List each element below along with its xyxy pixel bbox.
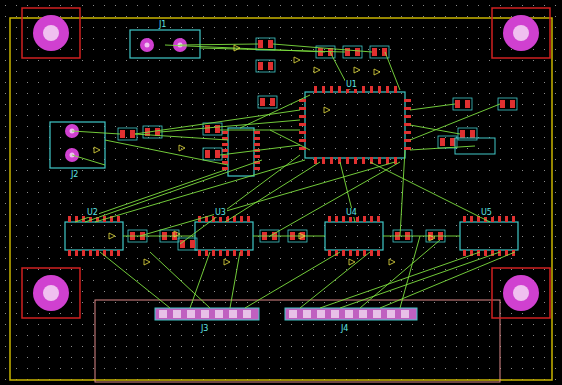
ratsnest-line bbox=[220, 130, 300, 131]
arrow-marker bbox=[109, 233, 115, 239]
arrow-marker bbox=[314, 67, 320, 73]
ratsnest-line bbox=[400, 236, 420, 308]
smd-part bbox=[258, 96, 277, 108]
keepout-area bbox=[95, 300, 500, 382]
ratsnest-line bbox=[180, 155, 300, 244]
ratsnest-line bbox=[300, 252, 370, 308]
mounting-hole bbox=[22, 8, 80, 58]
pin-header bbox=[285, 308, 417, 320]
soic-chip bbox=[65, 216, 123, 256]
ratsnest-line bbox=[340, 252, 500, 308]
ratsnest-line bbox=[225, 162, 320, 222]
connector-footprint bbox=[130, 30, 200, 58]
arrow-markers bbox=[94, 45, 435, 265]
ratsnest-line bbox=[180, 44, 258, 45]
ratsnest-line bbox=[400, 150, 405, 236]
arrow-marker bbox=[429, 235, 435, 241]
ratsnest-line bbox=[230, 252, 240, 308]
part-designator: U3 bbox=[214, 208, 227, 217]
part-designator: J4 bbox=[340, 324, 349, 333]
part-designator: U4 bbox=[345, 208, 358, 217]
smd-part bbox=[118, 128, 137, 140]
smd-part bbox=[178, 238, 197, 250]
arrow-marker bbox=[299, 233, 305, 239]
ratsnest-line bbox=[410, 104, 455, 110]
smd-part bbox=[256, 38, 275, 50]
ratsnest-line bbox=[383, 236, 460, 237]
arrow-marker bbox=[234, 45, 240, 51]
smd-part bbox=[370, 46, 389, 58]
arrow-marker bbox=[94, 147, 100, 153]
part-designator: J3 bbox=[200, 324, 209, 333]
mounting-hole bbox=[492, 268, 550, 318]
smd-part bbox=[343, 46, 362, 58]
smd-part bbox=[498, 98, 517, 110]
ratsnest-line bbox=[220, 145, 300, 155]
part-designator: J1 bbox=[158, 20, 167, 29]
ratsnest-line bbox=[380, 252, 515, 308]
part-designator: U1 bbox=[345, 80, 358, 89]
part-designator: U2 bbox=[86, 208, 99, 217]
ratsnest-line bbox=[410, 125, 460, 134]
ratsnest-line bbox=[410, 104, 500, 140]
arrow-marker bbox=[144, 259, 150, 265]
smd-part bbox=[203, 123, 222, 135]
arrow-marker bbox=[374, 69, 380, 75]
pin-header bbox=[155, 308, 259, 320]
ratsnest-line bbox=[360, 240, 440, 308]
mounting-hole bbox=[22, 268, 80, 318]
arrow-marker bbox=[179, 145, 185, 151]
ratsnest-line bbox=[135, 110, 300, 134]
smd-part bbox=[256, 60, 275, 72]
qfp-chip bbox=[299, 86, 411, 164]
soic-chip bbox=[195, 216, 253, 256]
ratsnest-line bbox=[150, 252, 210, 308]
part-designator: J2 bbox=[70, 170, 79, 179]
arrow-marker bbox=[349, 259, 355, 265]
ratsnest-line bbox=[270, 162, 400, 236]
ratsnest-line bbox=[123, 236, 195, 237]
connector-footprint bbox=[50, 122, 105, 168]
ratsnest bbox=[72, 44, 515, 308]
ratsnest-line bbox=[190, 252, 210, 308]
smd-part bbox=[203, 148, 222, 160]
smd-part bbox=[438, 136, 457, 148]
ratsnest-line bbox=[273, 44, 372, 52]
smd-part bbox=[453, 98, 472, 110]
ratsnest-line bbox=[253, 236, 325, 237]
ratsnest-line bbox=[240, 95, 310, 128]
ratsnest-line bbox=[75, 170, 225, 222]
ratsnest-line bbox=[140, 162, 395, 236]
ratsnest-line bbox=[160, 120, 300, 132]
soic-chip bbox=[325, 216, 383, 256]
part-designator: U5 bbox=[480, 208, 493, 217]
board-outline bbox=[10, 18, 552, 380]
ratsnest-line bbox=[245, 252, 340, 308]
arrow-marker bbox=[294, 57, 300, 63]
arrow-marker bbox=[224, 259, 230, 265]
ratsnest-line bbox=[410, 146, 475, 150]
ratsnest-line bbox=[270, 130, 310, 150]
ratsnest-line bbox=[72, 131, 120, 134]
ratsnest-line bbox=[85, 160, 262, 222]
ratsnest-line bbox=[72, 155, 105, 165]
ratsnest-line bbox=[370, 162, 490, 222]
ratsnest-line bbox=[385, 52, 400, 90]
ratsnest-line bbox=[105, 140, 228, 165]
ratsnest-line bbox=[200, 48, 345, 52]
arrow-marker bbox=[174, 231, 180, 237]
arrow-marker bbox=[389, 259, 395, 265]
arrow-marker bbox=[324, 107, 330, 113]
ratsnest-line bbox=[135, 134, 228, 140]
mounting-hole bbox=[492, 8, 550, 58]
arrow-marker bbox=[354, 67, 360, 73]
